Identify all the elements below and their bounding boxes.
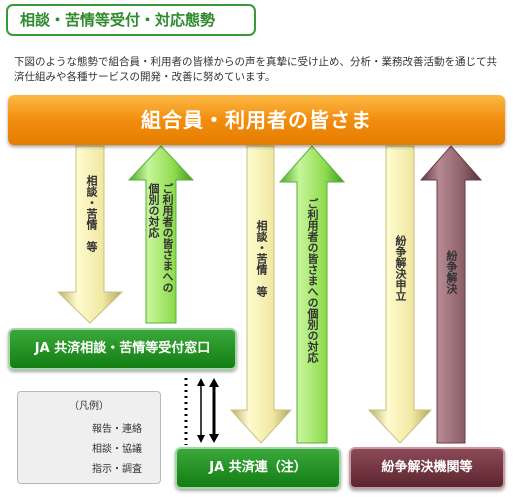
ja-kyosairen-box: JA 共済連（注） [175, 447, 341, 489]
arrow-a4 [278, 145, 346, 444]
label-a1: 相談・苦情 等 [85, 175, 98, 252]
label-a4: ご利用者の皆さまへの個別の対応 [306, 198, 319, 363]
connector-consult [209, 378, 219, 443]
page-title: 相談・苦情等受付・対応態勢 [6, 4, 256, 36]
legend-item-consult: 相談・協議 [92, 444, 142, 455]
arrow-a5 [367, 145, 433, 444]
members-banner: 組合員・利用者の皆さま [8, 95, 505, 145]
label-a6: 紛争解決 [445, 250, 458, 294]
legend-item-instruct: 指示・調査 [92, 464, 142, 475]
intro-text: 下図のような態勢で組合員・利用者の皆様からの声を真摯に受け止め、分析・業務改善活… [14, 56, 497, 83]
connector-report [197, 378, 205, 443]
arrow-a1 [56, 145, 124, 324]
legend: （凡例） 報告・連絡 相談・協議 指示・調査 [17, 391, 161, 484]
label-a3: 相談・苦情 等 [255, 220, 268, 297]
label-a5: 紛争解決申立 [394, 235, 407, 301]
arrow-a2 [127, 145, 195, 324]
ja-consultation-window-box: JA 共済相談・苦情等受付窓口 [8, 328, 237, 370]
arrow-a6 [419, 145, 483, 444]
legend-item-report: 報告・連絡 [92, 424, 142, 435]
dispute-resolution-box: 紛争解決機関等 [349, 447, 505, 489]
legend-title: （凡例） [69, 401, 109, 412]
label-a2: ご利用者の皆さまへの個別の対応 [147, 183, 174, 293]
arrow-a3 [229, 145, 293, 444]
